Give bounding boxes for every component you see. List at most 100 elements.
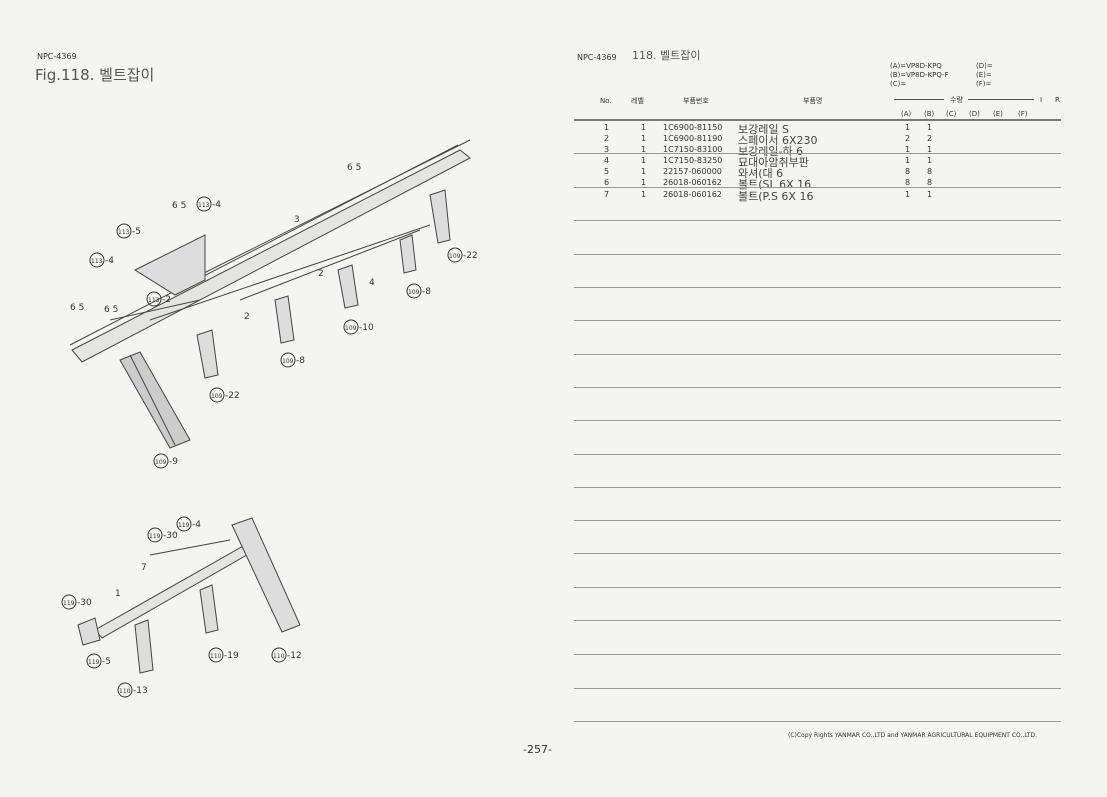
callout: 3	[294, 215, 300, 225]
callout: -5	[132, 227, 141, 237]
cell-level: 1	[641, 167, 647, 176]
callout: -22	[463, 251, 478, 261]
callout: 113	[118, 229, 130, 236]
cell-qty-b: 2	[927, 134, 933, 143]
cell-part-name: 와셔(대 6	[738, 167, 784, 180]
ruled-line	[574, 387, 1061, 388]
ruled-line	[574, 287, 1061, 288]
cell-qty-a: 8	[905, 178, 911, 187]
header-level: 레벨	[631, 97, 644, 105]
cell-qty-b: 1	[927, 123, 933, 132]
callout: -2	[162, 295, 171, 305]
cell-no: 3	[604, 145, 610, 154]
callout: 7	[141, 563, 147, 573]
cell-part-no: 26018-060162	[663, 178, 722, 187]
callout: 109	[408, 289, 420, 296]
ruled-line	[574, 487, 1061, 488]
cell-qty-b: 1	[927, 190, 933, 199]
callout: -12	[287, 651, 302, 661]
section-title: 118. 벨트잡이	[632, 49, 701, 62]
callout: -8	[296, 356, 305, 366]
cell-level: 1	[641, 156, 647, 165]
callout: -30	[77, 598, 92, 608]
cell-part-name: 묘대아암취부판	[738, 156, 809, 169]
callout: 113	[91, 258, 103, 265]
cell-part-no: 26018-060162	[663, 190, 722, 199]
model-b: (B)=VP8D-KPQ-F	[890, 71, 949, 79]
group-divider	[574, 187, 1061, 188]
cell-level: 1	[641, 123, 647, 132]
cell-level: 1	[641, 190, 647, 199]
model-e: (E)=	[976, 71, 992, 79]
model-a: (A)=VP8D-KPQ	[890, 62, 942, 70]
header-i: I	[1040, 96, 1043, 104]
cell-part-name: 볼트(P.S 6X 16	[738, 190, 814, 203]
callout: -4	[105, 256, 114, 266]
ruled-line	[574, 553, 1061, 554]
table-row: 1 1 1C6900-81150 보강레일 S 1 1	[574, 123, 1061, 136]
ruled-line	[574, 320, 1061, 321]
callout: 1	[115, 589, 121, 599]
parts-diagram: 6 5 6 5 113-4 3 113-5 113-4 109-22 2 4 1…	[61, 139, 478, 698]
cell-part-no: 1C6900-81150	[663, 123, 723, 132]
cell-part-no: 1C6900-81190	[663, 134, 723, 143]
callout: -19	[224, 651, 239, 661]
callout: 2	[318, 269, 324, 279]
callout: 119	[149, 533, 161, 540]
header-r: R	[1055, 96, 1060, 104]
header-col-e: (E)	[993, 110, 1003, 118]
callout: -13	[133, 686, 148, 696]
callout: 109	[211, 393, 223, 400]
cell-qty-b: 8	[927, 178, 933, 187]
cell-part-name: 보강레일-하 6	[738, 145, 804, 158]
table-row: 3 1 1C7150-83100 보강레일-하 6 1 1	[574, 145, 1061, 158]
callout: -10	[359, 323, 374, 333]
ruled-line	[574, 721, 1061, 722]
callout: 113	[148, 297, 160, 304]
callout: -4	[212, 200, 221, 210]
callout: 119	[178, 522, 190, 529]
cell-qty-a: 1	[905, 190, 911, 199]
header-part-no: 부품번호	[683, 97, 709, 105]
model-d: (D)=	[976, 62, 993, 70]
callout: 110	[273, 653, 285, 660]
ruled-line	[574, 620, 1061, 621]
cell-qty-b: 8	[927, 167, 933, 176]
header-part-name: 부품명	[803, 97, 823, 105]
cell-part-name: 보강레일 S	[738, 123, 789, 136]
cell-no: 4	[604, 156, 610, 165]
callout: 119	[88, 659, 100, 666]
figure-title: Fig.118. 벨트잡이	[35, 66, 155, 84]
cell-no: 7	[604, 190, 610, 199]
callout: 6 5	[347, 163, 361, 173]
callout: 6 5	[70, 303, 84, 313]
upper-assembly-drawing	[69, 139, 471, 449]
cell-qty-a: 2	[905, 134, 911, 143]
cell-qty-a: 8	[905, 167, 911, 176]
callout: 109	[449, 253, 461, 260]
header-divider	[574, 119, 1061, 121]
qty-rule-left	[894, 99, 944, 100]
cell-no: 5	[604, 167, 610, 176]
ruled-line	[574, 587, 1061, 588]
table-row: 5 1 22157-060000 와셔(대 6 8 8	[574, 167, 1061, 180]
header-no: No.	[600, 97, 612, 105]
qty-rule-right	[968, 99, 1034, 100]
callout: 110	[210, 653, 222, 660]
callout: 6 5	[172, 201, 186, 211]
header-col-c: (C)	[946, 110, 957, 118]
copyright: (C)Copy Rights YANMAR CO.,LTD and YANMAR…	[788, 732, 1038, 739]
ruled-line	[574, 454, 1061, 455]
ruled-line	[574, 354, 1061, 355]
table-row: 7 1 26018-060162 볼트(P.S 6X 16 1 1	[574, 190, 1061, 203]
right-page-code: NPC-4369	[577, 53, 617, 62]
cell-qty-a: 1	[905, 123, 911, 132]
cell-part-no: 1C7150-83100	[663, 145, 723, 154]
cell-part-no: 1C7150-83250	[663, 156, 723, 165]
cell-qty-b: 1	[927, 145, 933, 154]
ruled-line	[574, 654, 1061, 655]
cell-no: 6	[604, 178, 610, 187]
callout: -5	[102, 657, 111, 667]
page-number: -257-	[523, 743, 552, 756]
cell-qty-a: 1	[905, 156, 911, 165]
